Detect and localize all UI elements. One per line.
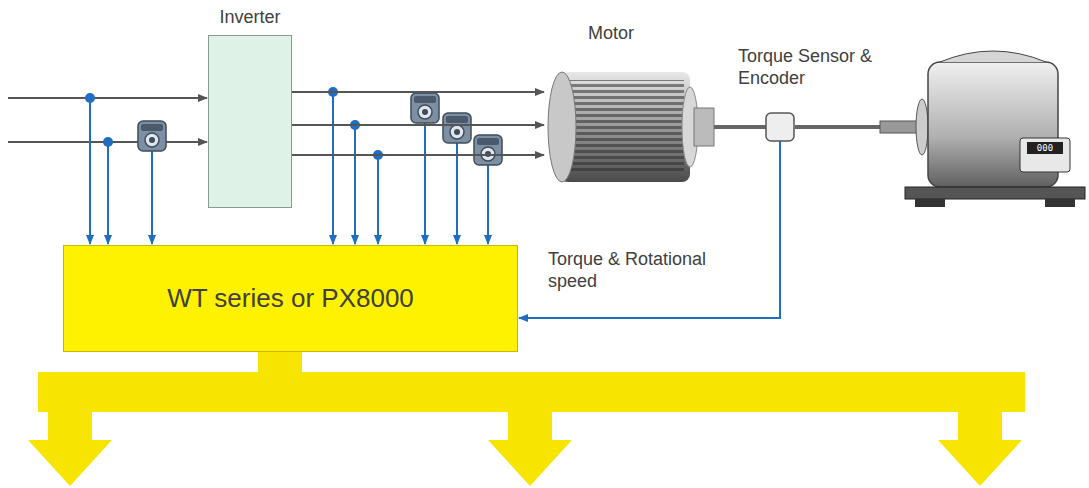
node-label: WT series or PX8000	[167, 283, 414, 314]
node-heading: Motor	[588, 22, 634, 44]
output-arrows	[28, 352, 1025, 486]
motor-node: Motor	[545, 70, 690, 182]
node-heading: Inverter	[219, 6, 280, 28]
torque-sensor-body	[766, 113, 794, 141]
analyzer-box: WT series or PX8000	[63, 245, 518, 352]
connector	[292, 124, 544, 126]
current-sensor	[443, 113, 471, 143]
current-sensor	[474, 135, 502, 165]
motor-illustration	[548, 72, 766, 182]
torque-sensor-node: Torque Sensor & Encoder	[766, 113, 794, 141]
connector	[519, 141, 780, 318]
display-digits: 000	[1027, 142, 1063, 154]
connector	[292, 154, 544, 156]
node-heading: Torque Sensor & Encoder	[738, 45, 888, 89]
edge-label: Torque & Rotational speed	[548, 248, 718, 292]
inverter-box: Inverter	[208, 35, 292, 208]
connector	[292, 91, 544, 93]
current-sensor	[138, 121, 166, 151]
load-machine	[880, 51, 1085, 207]
input-wire	[8, 97, 207, 99]
current-sensor	[411, 93, 439, 123]
shaft	[795, 125, 885, 129]
